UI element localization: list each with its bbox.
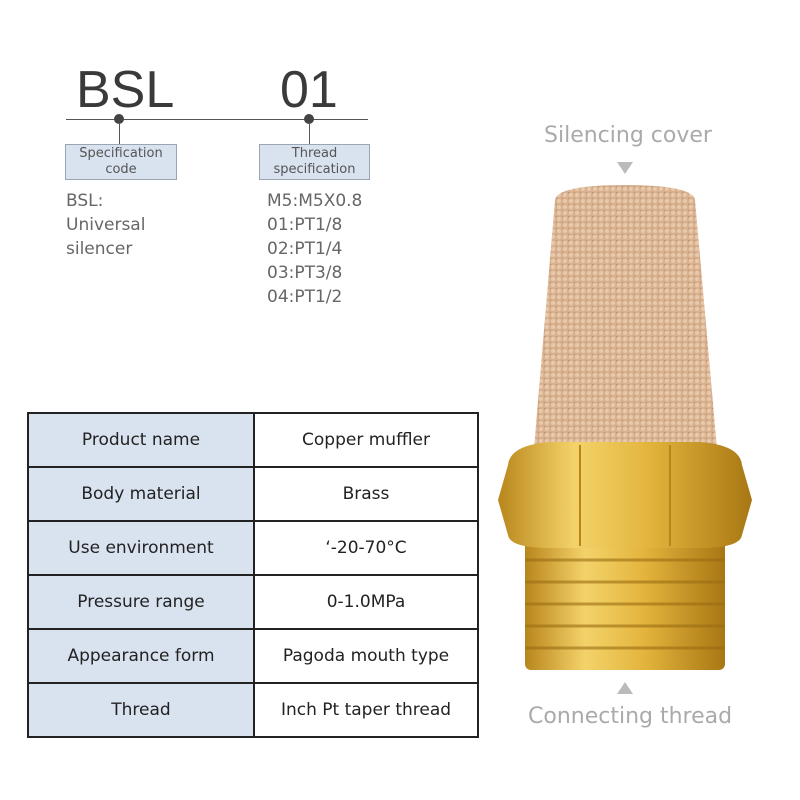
row-value: Pagoda mouth type bbox=[253, 628, 479, 684]
connecting-thread-label: Connecting thread bbox=[528, 704, 733, 729]
thread-option: 03:PT3/8 bbox=[267, 263, 343, 283]
table-row: Use environment‘-20-70°C bbox=[27, 520, 479, 576]
spec-desc-line: silencer bbox=[66, 239, 133, 259]
row-key: Pressure range bbox=[27, 574, 255, 630]
code-dot bbox=[114, 114, 124, 124]
code-dot bbox=[304, 114, 314, 124]
thread-option: 01:PT1/8 bbox=[267, 215, 343, 235]
thread-option: M5:M5X0.8 bbox=[267, 191, 363, 211]
connector-line bbox=[309, 124, 310, 144]
thread-spec-tag: Thread specification bbox=[259, 144, 370, 180]
thread-option: 02:PT1/4 bbox=[267, 239, 343, 259]
code-divider bbox=[66, 119, 368, 120]
row-key: Body material bbox=[27, 466, 255, 522]
row-key: Use environment bbox=[27, 520, 255, 576]
thread-option: 04:PT1/2 bbox=[267, 287, 343, 307]
sintered-cover bbox=[533, 185, 718, 460]
connector-line bbox=[119, 124, 120, 144]
row-value: 0-1.0MPa bbox=[253, 574, 479, 630]
spec-code-tag: Specification code bbox=[65, 144, 177, 180]
arrow-down-icon bbox=[617, 162, 633, 174]
arrow-up-icon bbox=[617, 682, 633, 694]
row-value: Brass bbox=[253, 466, 479, 522]
row-key: Product name bbox=[27, 412, 255, 468]
thread-options: M5:M5X0.8 01:PT1/8 02:PT1/4 03:PT3/8 04:… bbox=[267, 189, 362, 309]
row-value: Inch Pt taper thread bbox=[253, 682, 479, 738]
spec-description: BSL: Universal silencer bbox=[66, 189, 145, 261]
thread-code: 01 bbox=[280, 61, 338, 119]
silencing-cover-label: Silencing cover bbox=[544, 123, 712, 148]
muffler-image bbox=[498, 185, 752, 670]
series-code: BSL bbox=[76, 61, 175, 119]
row-key: Appearance form bbox=[27, 628, 255, 684]
hex-nut bbox=[498, 442, 752, 548]
row-value: Copper muffler bbox=[253, 412, 479, 468]
row-value: ‘-20-70°C bbox=[253, 520, 479, 576]
spec-desc-line: BSL: bbox=[66, 191, 104, 211]
row-key: Thread bbox=[27, 682, 255, 738]
spec-desc-line: Universal bbox=[66, 215, 146, 235]
